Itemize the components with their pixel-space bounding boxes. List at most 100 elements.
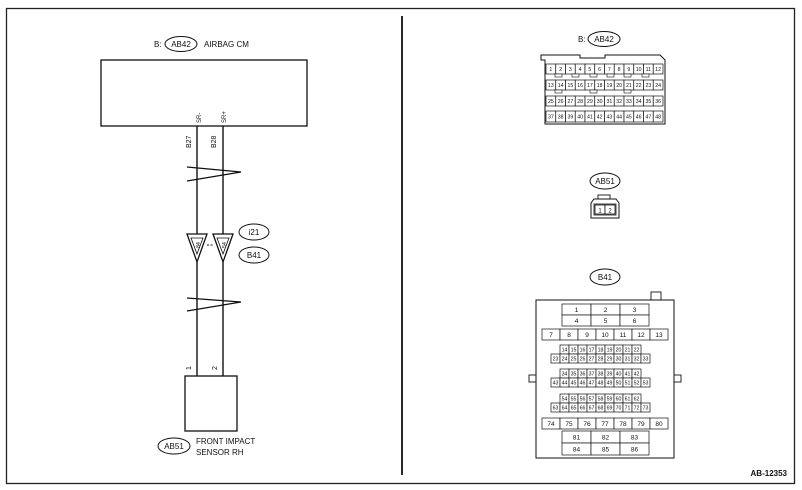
ab42-pin-label-48: 48 — [655, 114, 661, 120]
ab42-pin-label-17: 17 — [587, 83, 593, 89]
sensor-connector-oval — [157, 437, 191, 455]
wire-break-symbol-upper — [186, 166, 242, 182]
ab42-pin-36 — [652, 95, 664, 107]
pin-number-b28: B28 — [211, 135, 218, 148]
connector-id-i21: i21 — [249, 228, 260, 237]
connector-oval-b41 — [238, 246, 270, 264]
airbag-cm-box — [100, 59, 308, 127]
b41-pin-label-44: 44 — [562, 380, 568, 386]
sensor-pin-1: 1 — [186, 366, 193, 370]
b41-pin-13 — [649, 328, 669, 341]
airbag-cm-name: AIRBAG CM — [204, 40, 249, 49]
b41-pin-label-2: 2 — [604, 307, 608, 314]
ab42-pin-48 — [652, 110, 664, 123]
pin-label-sr-minus: SR- — [197, 113, 203, 123]
ab42-pin-label-23: 23 — [645, 83, 651, 89]
ab42-pin-label-9: 9 — [627, 67, 630, 73]
b41-pin-label-77: 77 — [601, 421, 609, 428]
ab42-pin-label-11: 11 — [646, 67, 651, 73]
b41-pin-label-9: 9 — [585, 332, 589, 339]
airbag-cm-connector-id: AB42 — [171, 40, 191, 49]
ab42-pin-label-15: 15 — [567, 83, 573, 89]
b41-pin-label-63: 63 — [553, 405, 559, 411]
sensor-pin-2: 2 — [212, 366, 219, 370]
b41-pin-label-35: 35 — [571, 371, 577, 377]
ab42-pin-label-22: 22 — [636, 83, 642, 89]
ab42-pin-label-12: 12 — [655, 67, 661, 73]
connector-oval-i21 — [238, 223, 270, 241]
ab42-pin-label-35: 35 — [645, 99, 651, 105]
pin-label-sr-plus: SR+ — [222, 111, 228, 123]
b41-pin-label-41: 41 — [625, 371, 631, 377]
b41-pin-label-31: 31 — [625, 356, 631, 362]
ab42-pin-label-44: 44 — [616, 114, 622, 120]
b41-pin-label-23: 23 — [553, 356, 559, 362]
ab51-view-id: AB51 — [595, 177, 615, 186]
b41-pin-label-56: 56 — [580, 396, 586, 402]
b41-pin-label-58: 58 — [598, 396, 604, 402]
ab42-pin-label-7: 7 — [608, 67, 611, 73]
airbag-cm-prefix: B: — [154, 40, 162, 49]
b41-pin-label-19: 19 — [607, 347, 613, 353]
ab42-pin-label-43: 43 — [606, 114, 612, 120]
b41-pin-label-18: 18 — [598, 347, 604, 353]
b41-pin-label-3: 3 — [633, 307, 637, 314]
ab42-pin-label-5: 5 — [588, 67, 591, 73]
ab42-pin-label-34: 34 — [636, 99, 642, 105]
b41-pin-label-26: 26 — [580, 356, 586, 362]
b41-pin-label-64: 64 — [562, 405, 568, 411]
ab42-pin-label-20: 20 — [616, 83, 622, 89]
b41-pin-label-22: 22 — [634, 347, 640, 353]
ab51-latch — [597, 194, 611, 200]
b41-pin-label-72: 72 — [634, 405, 640, 411]
ab51-pin-2-label: 2 — [608, 209, 612, 215]
b41-pin-label-34: 34 — [562, 371, 568, 377]
b41-pin-label-68: 68 — [598, 405, 604, 411]
ab51-pin-1-label: 1 — [598, 209, 602, 215]
ab42-latch-notch — [589, 89, 598, 94]
b41-pin-73 — [640, 402, 651, 413]
front-impact-sensor-box — [184, 375, 238, 432]
b41-pin-label-48: 48 — [598, 380, 604, 386]
b41-pin-label-46: 46 — [580, 380, 586, 386]
ab42-pin-label-26: 26 — [558, 99, 564, 105]
sensor-name-line1: FRONT IMPACT — [196, 437, 255, 446]
b41-pin-label-14: 14 — [562, 347, 568, 353]
b41-pin-label-4: 4 — [575, 318, 579, 325]
b41-pin-label-73: 73 — [643, 405, 649, 411]
b41-pin-label-65: 65 — [571, 405, 577, 411]
ab42-pin-label-47: 47 — [645, 114, 651, 120]
b41-pin-label-27: 27 — [589, 356, 595, 362]
ab42-latch-notch — [623, 89, 632, 94]
b41-pin-label-66: 66 — [580, 405, 586, 411]
ab51-view-oval — [589, 172, 621, 190]
b41-pin-label-25: 25 — [571, 356, 577, 362]
ab42-latch-notch — [606, 73, 615, 78]
ab42-pin-label-25: 25 — [548, 99, 554, 105]
ab42-pin-label-27: 27 — [567, 99, 573, 105]
b41-pin-label-62: 62 — [634, 396, 640, 402]
b41-pin-label-39: 39 — [607, 371, 613, 377]
ab42-pin-label-19: 19 — [606, 83, 612, 89]
b41-pin-label-52: 52 — [634, 380, 640, 386]
b41-pin-33 — [640, 353, 651, 364]
b41-pin-label-81: 81 — [573, 434, 581, 441]
b41-pin-label-42: 42 — [634, 371, 640, 377]
b41-pin-label-70: 70 — [616, 405, 622, 411]
b41-pin-label-76: 76 — [583, 421, 591, 428]
b41-pin-label-57: 57 — [589, 396, 595, 402]
wiring-schematic: B: AB42 AIRBAG CM SR- SR+ B27 B28 84 54 — [100, 36, 308, 457]
ab42-pin-label-42: 42 — [597, 114, 603, 120]
b41-pin-label-21: 21 — [625, 347, 631, 353]
b41-pin-label-75: 75 — [565, 421, 573, 428]
ab42-pin-label-29: 29 — [587, 99, 593, 105]
b41-pin-label-40: 40 — [616, 371, 622, 377]
b41-pin-label-33: 33 — [643, 356, 649, 362]
b41-pin-label-84: 84 — [573, 446, 581, 453]
b41-pin-label-53: 53 — [643, 380, 649, 386]
ab42-pin-label-21: 21 — [626, 83, 632, 89]
b41-pin-label-45: 45 — [571, 380, 577, 386]
ab42-pin-label-38: 38 — [558, 114, 564, 120]
